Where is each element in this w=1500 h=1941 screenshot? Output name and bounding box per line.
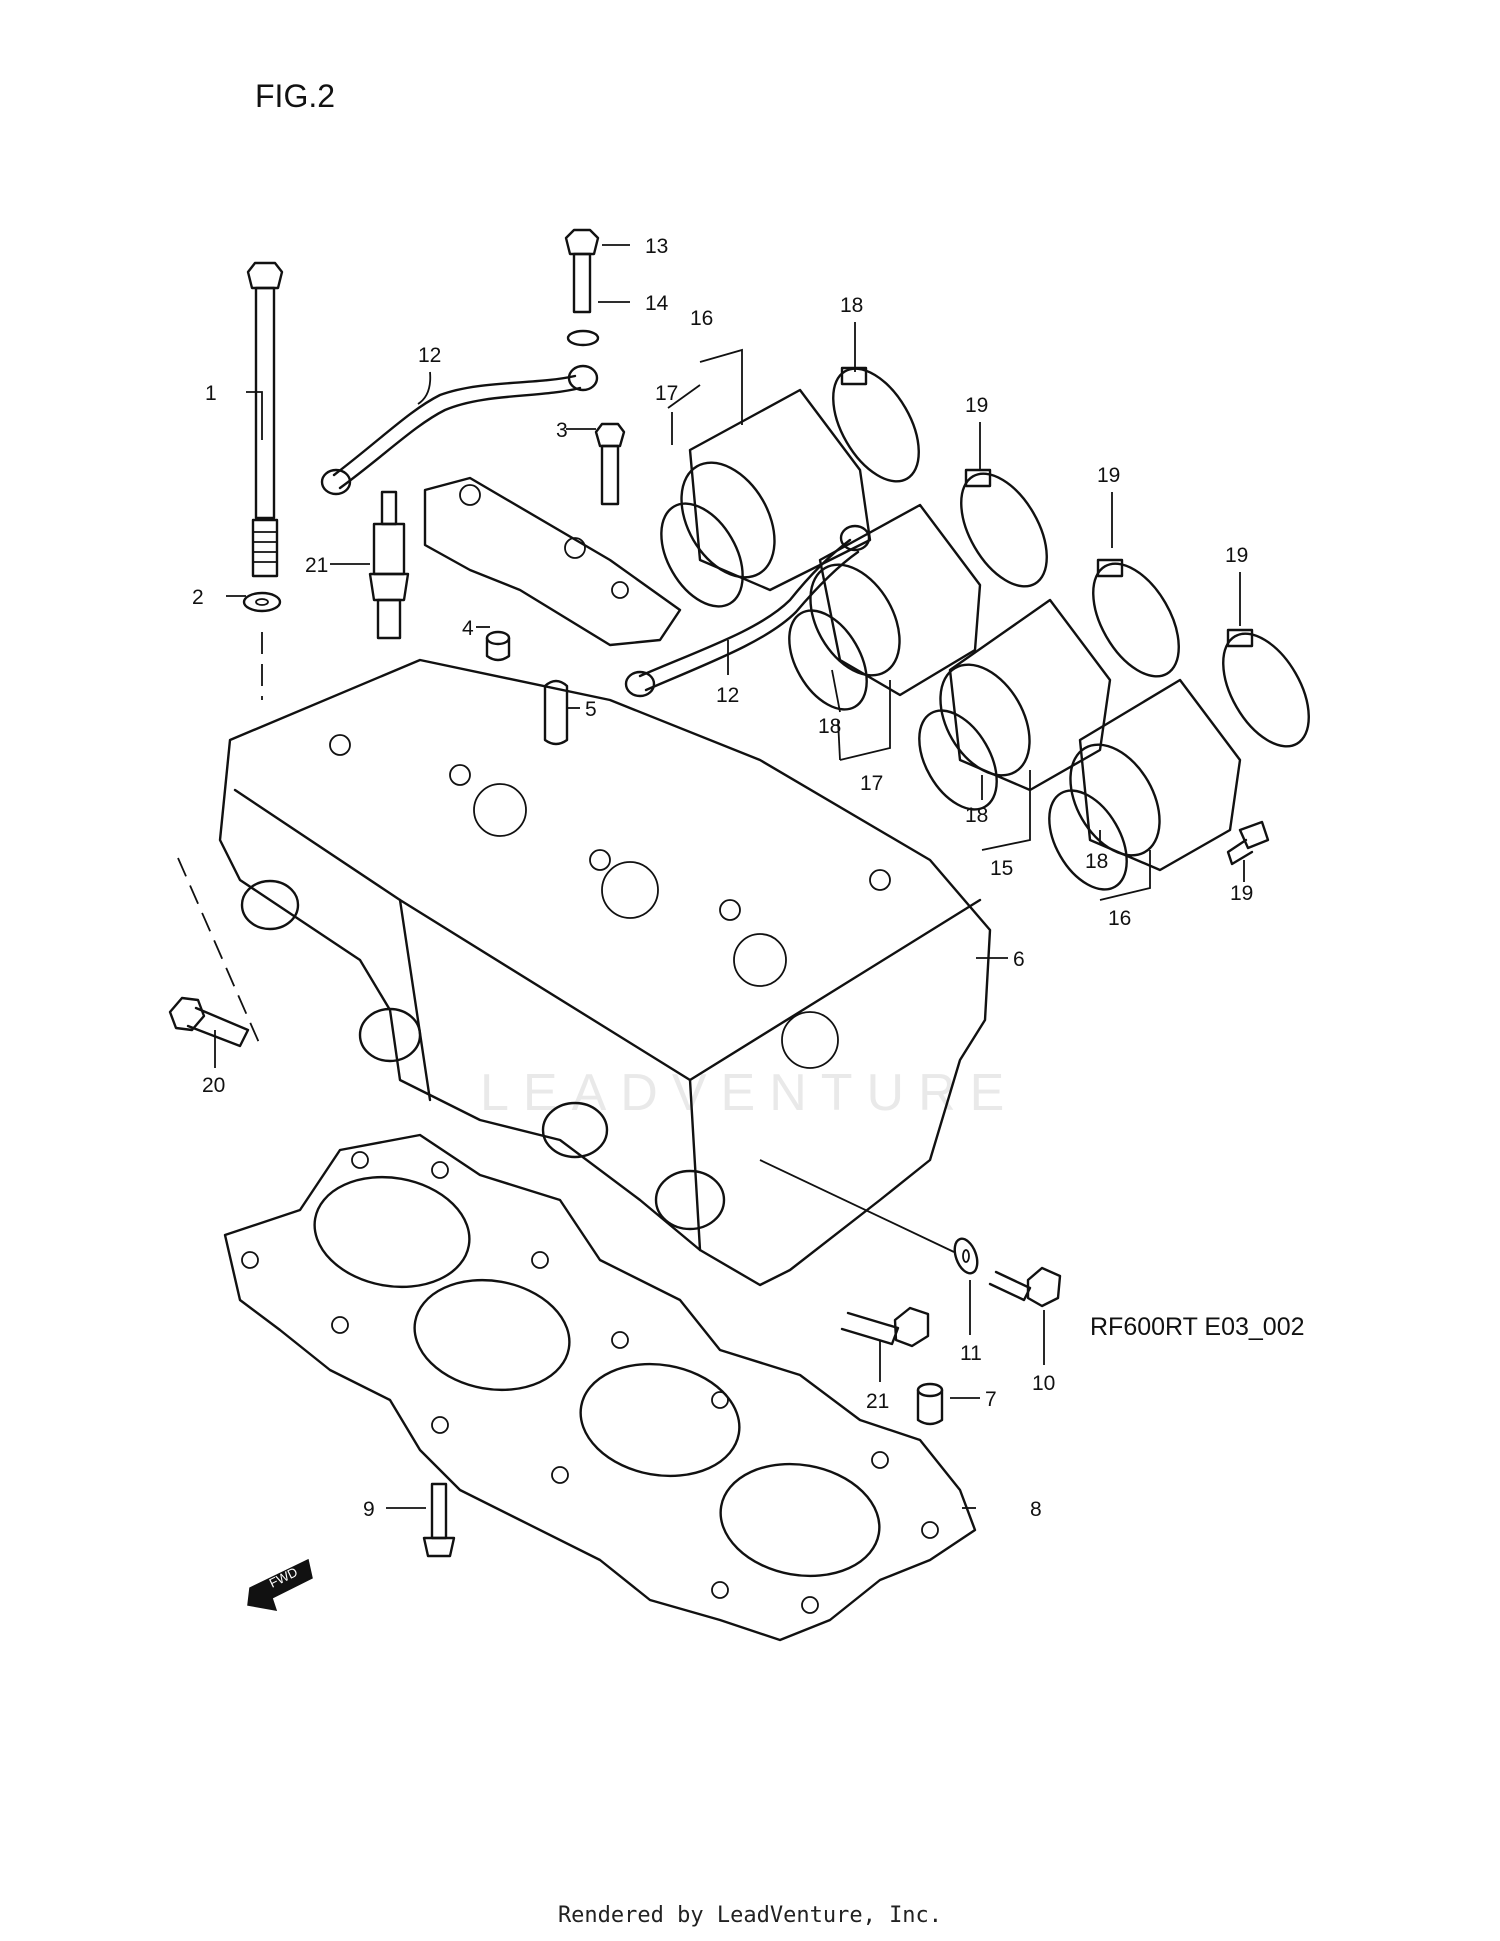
callout-17-b: 17 bbox=[860, 772, 883, 795]
oil-pipe-upper bbox=[320, 364, 599, 496]
callout-3: 3 bbox=[556, 419, 568, 442]
intake-clamp-4 bbox=[1222, 628, 1310, 748]
callout-5: 8 bbox=[1030, 1498, 1042, 1521]
callout-2: 5 bbox=[585, 698, 597, 721]
callout-18-a: 17 bbox=[655, 382, 678, 405]
callout-9: 2 bbox=[192, 586, 204, 609]
figure-title: FIG.2 bbox=[255, 78, 336, 114]
intake-clamp-2 bbox=[960, 468, 1048, 588]
stud-bolt-lower bbox=[840, 1306, 930, 1348]
callout-12-upper: 12 bbox=[418, 344, 441, 367]
gasket-bolt-part bbox=[422, 1482, 456, 1558]
callout-8: 1 bbox=[205, 382, 217, 405]
callout-12-lower: 12 bbox=[716, 684, 739, 707]
intake-clamp-3 bbox=[1092, 558, 1180, 678]
callout-18-b: 18 bbox=[818, 715, 841, 738]
callout-4: 4 bbox=[462, 617, 474, 640]
callout-18-c: 18 bbox=[965, 804, 988, 827]
callout-18-d: 18 bbox=[1085, 850, 1108, 873]
callout-17-a: 16 bbox=[690, 307, 713, 330]
intake-pipe-4 bbox=[1048, 678, 1242, 891]
clamp-screw-part bbox=[1226, 820, 1270, 866]
render-credit: Rendered by LeadVenture, Inc. bbox=[557, 1903, 943, 1928]
dowel-pin-part bbox=[485, 630, 511, 662]
callout-7: 9 bbox=[363, 1498, 375, 1521]
spark-plug-part bbox=[368, 490, 410, 640]
cylinder-head-part bbox=[218, 658, 992, 1287]
callout-21-lower: 21 bbox=[866, 1390, 889, 1413]
exhaust-bolt-part bbox=[988, 1266, 1062, 1308]
callout-numbers: 1 2 3 4 5 6 7 8 9 10 11 12 12 13 14 15 1… bbox=[192, 235, 1253, 1521]
callout-13: 13 bbox=[645, 235, 668, 258]
valve-guide-part bbox=[543, 679, 569, 746]
dowel-sleeve-part bbox=[916, 1382, 944, 1426]
drawing-code: RF600RT E03_002 bbox=[1090, 1313, 1305, 1341]
intake-pipe-2 bbox=[788, 503, 982, 711]
callout-20: 19 bbox=[1230, 882, 1253, 905]
intake-pipe-1 bbox=[660, 388, 872, 608]
callout-14: 14 bbox=[645, 292, 669, 315]
callout-19-b: 19 bbox=[965, 394, 988, 417]
callout-19-d: 19 bbox=[1225, 544, 1248, 567]
pipe-bolt-part bbox=[564, 228, 600, 347]
camshaft-holder bbox=[423, 476, 682, 647]
callout-10: 10 bbox=[1032, 1372, 1055, 1395]
leader-lines bbox=[214, 244, 1245, 1509]
callout-11: 11 bbox=[960, 1342, 982, 1365]
oil-pipe-lower bbox=[624, 524, 871, 698]
callout-21-upper: 20 bbox=[202, 1074, 225, 1097]
callout-16-a: 15 bbox=[990, 857, 1013, 880]
head-gasket-part bbox=[223, 1133, 977, 1642]
callout-1: 6 bbox=[1013, 948, 1025, 971]
head-bolt-part bbox=[594, 422, 626, 506]
callout-6: 7 bbox=[985, 1388, 997, 1411]
callout-19-c: 19 bbox=[1097, 464, 1120, 487]
callout-15: 21 bbox=[305, 554, 328, 577]
watermark-text: LEADVENTURE bbox=[480, 1064, 1018, 1122]
washer-11-part bbox=[953, 1237, 979, 1275]
fwd-arrow-icon: FWD bbox=[247, 1558, 313, 1611]
intake-pipe-3 bbox=[918, 598, 1112, 811]
callout-19-a: 18 bbox=[840, 294, 863, 317]
washer-part bbox=[242, 591, 282, 613]
cylinder-stud-bolt-part bbox=[246, 261, 284, 578]
stud-bolt-left bbox=[168, 996, 250, 1048]
callout-16-b: 16 bbox=[1108, 907, 1131, 930]
intake-clamp-1 bbox=[832, 366, 920, 483]
